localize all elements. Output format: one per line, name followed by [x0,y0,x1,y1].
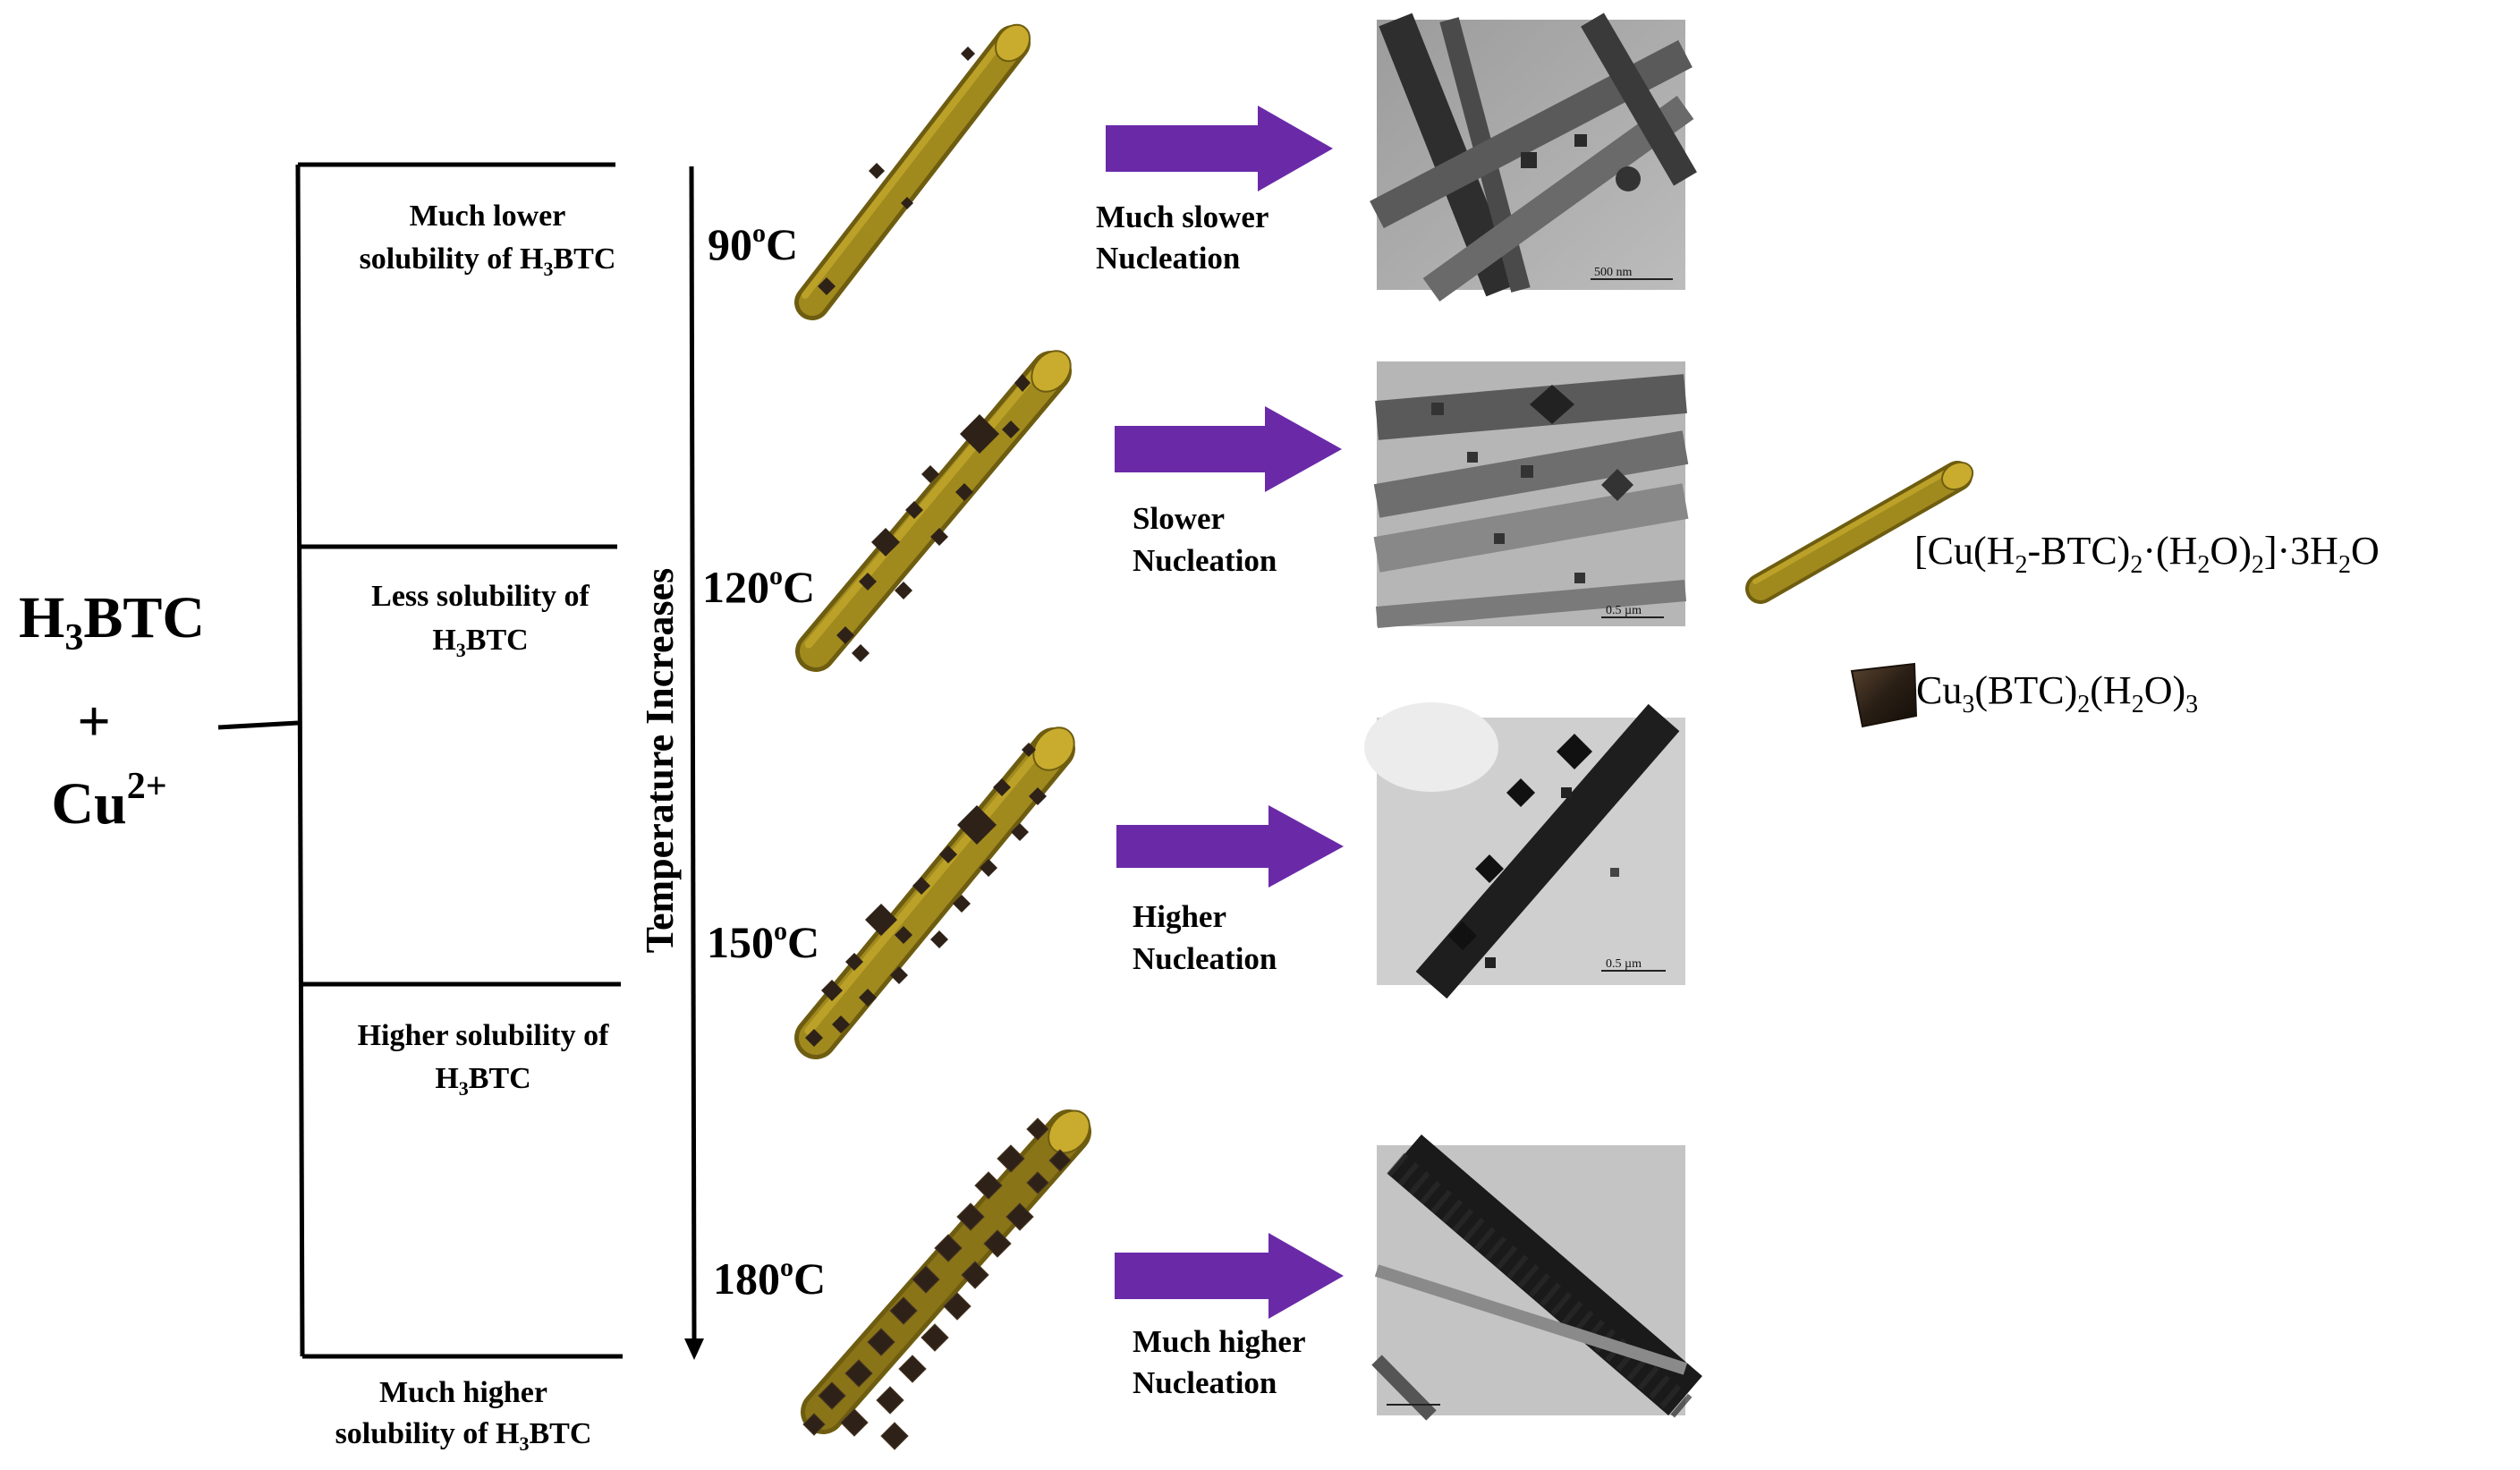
tem-scale-label-1: 500 nm [1594,266,1633,279]
plus-sign: + [77,689,111,754]
process-arrows [1106,106,1344,1319]
arrow-180c [1115,1233,1344,1319]
tem-image-150c: 0.5 µm [1364,702,1685,999]
temperature-label-150: 150oC [707,916,819,967]
tem-scale-label-3: 0.5 µm [1606,957,1642,971]
tem-image-180c [1371,1134,1702,1421]
temperature-labels: 90oC 120oC 150oC 180oC [702,218,826,1304]
solubility-label-4-line2: solubility of H3BTC [335,1417,592,1455]
temperature-axis: Temperature Increases [638,166,704,1360]
arrow-120c [1115,406,1342,492]
crystal-cluster-120c [836,374,1031,662]
arrow-90c [1106,106,1333,191]
solubility-label-2-line1: Less solubility of [371,580,590,613]
legend-crystal-icon [1850,662,1918,728]
tem-image-120c: 0.5 µm [1373,361,1689,628]
nucleation-label-3-line2: Nucleation [1133,941,1277,976]
crystal-cluster-150c [805,743,1047,1047]
solubility-label-2-line2: H3BTC [432,624,528,661]
rod-120c [795,350,1072,672]
arrow-150c [1116,805,1344,888]
solubility-label-3-line1: Higher solubility of [358,1019,610,1052]
legend-rod-formula: [Cu(H2-BTC)2·(H2O)2]·3H2O [1914,529,2380,579]
nucleation-label-4-line1: Much higher [1133,1324,1305,1359]
h3btc-label: H3BTC [19,585,205,659]
tem-image-90c: 500 nm [1370,13,1697,302]
legend: [Cu(H2-BTC)2·(H2O)2]·3H2O Cu3(BTC)2(H2O)… [1745,461,2380,728]
nucleation-label-1-line2: Nucleation [1096,241,1240,276]
crystal-cluster-180c [802,1117,1072,1450]
solubility-label-1-line1: Much lower [410,200,566,233]
temperature-axis-label: Temperature Increases [638,568,682,954]
nucleation-label-2-line2: Nucleation [1133,543,1277,578]
tem-scale-label-2: 0.5 µm [1606,604,1642,617]
temperature-label-120: 120oC [702,561,815,612]
legend-crystal-formula: Cu3(BTC)2(H2O)3 [1916,668,2198,718]
cu2-label: Cu2+ [51,766,166,837]
solubility-label-3-line2: H3BTC [435,1062,530,1100]
rod-180c [801,1109,1091,1450]
rod-150c [794,727,1075,1059]
temperature-label-180: 180oC [713,1253,826,1304]
solubility-bracket [217,162,623,1359]
temperature-label-90: 90oC [708,218,798,269]
nucleation-labels: Much slower Nucleation Slower Nucleation… [1096,200,1305,1400]
bracket-vertical-line [295,164,305,1357]
solubility-labels: Much lower solubility of H3BTC Less solu… [335,200,616,1455]
nucleation-label-2-line1: Slower [1133,501,1225,536]
legend-rod-icon [1745,461,1974,604]
crystal-cluster-90c [818,47,975,295]
temperature-axis-line [689,166,697,1341]
nucleation-label-1-line1: Much slower [1096,200,1268,234]
reactant-connector-line [217,720,299,730]
nucleation-label-4-line2: Nucleation [1133,1365,1277,1400]
solubility-label-1-line2: solubility of H3BTC [360,242,616,280]
rod-90c [794,23,1031,320]
solubility-label-4-line1: Much higher [379,1376,547,1409]
nucleation-label-3-line1: Higher [1133,899,1226,934]
reactants: H3BTC + Cu2+ [19,585,205,837]
temperature-axis-arrowhead [684,1338,704,1360]
